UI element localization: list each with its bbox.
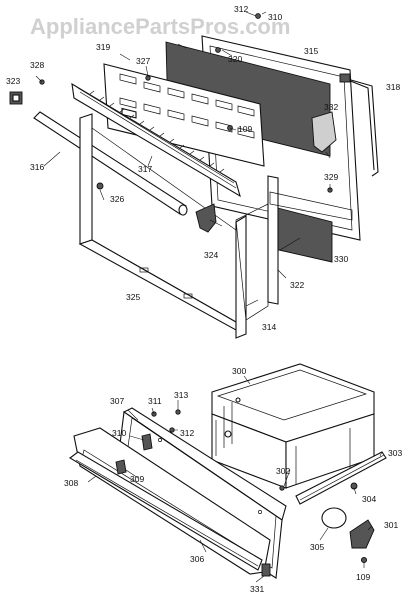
screw-109b[interactable] (360, 556, 368, 564)
door-gasket-318[interactable] (339, 73, 379, 177)
spring-305[interactable] (321, 507, 347, 529)
bracket-310[interactable] (141, 433, 153, 451)
drawer-rail-303[interactable] (295, 451, 387, 505)
label-305: 305 (310, 542, 324, 552)
label-306: 306 (190, 554, 204, 564)
label-331: 331 (250, 584, 264, 594)
label-310: 310 (268, 12, 282, 22)
hinge-324[interactable] (195, 203, 217, 233)
drawer-body-300[interactable] (211, 363, 375, 489)
label-312: 312 (234, 4, 248, 14)
drawer-stop-301[interactable] (349, 519, 375, 549)
label-302: 302 (276, 466, 290, 476)
label-315: 315 (304, 46, 318, 56)
label-311: 311 (148, 396, 162, 406)
label-313: 313 (174, 390, 188, 400)
label-307: 307 (110, 396, 124, 406)
label-300: 300 (232, 366, 246, 376)
watermark: AppliancePartsPros.com (30, 14, 290, 39)
screw-304[interactable] (350, 482, 358, 490)
latch-332[interactable] (311, 111, 337, 153)
inner-door-panel-314[interactable] (235, 203, 269, 321)
glide-331[interactable] (261, 563, 271, 577)
label-304: 304 (362, 494, 376, 504)
screw-327[interactable] (145, 75, 151, 81)
bracket-309[interactable] (115, 459, 127, 475)
part-labels: 312 310 320 315 319 327 318 323 328 109 … (6, 4, 402, 594)
screw-326[interactable] (96, 182, 104, 190)
label-109: 109 (238, 124, 252, 134)
label-325: 325 (126, 292, 140, 302)
label-319: 319 (96, 42, 110, 52)
label-310-lower: 310 (112, 428, 126, 438)
label-322: 322 (290, 280, 304, 290)
label-303: 303 (388, 448, 402, 458)
label-332: 332 (324, 102, 338, 112)
label-324: 324 (204, 250, 218, 260)
hinge-receiver-323[interactable] (9, 91, 23, 105)
label-109-lower: 109 (356, 572, 370, 582)
label-328: 328 (30, 60, 44, 70)
label-309: 309 (130, 474, 144, 484)
label-301: 301 (384, 520, 398, 530)
screw-312b[interactable] (169, 427, 175, 433)
label-326: 326 (110, 194, 124, 204)
screw-312[interactable] (255, 13, 261, 19)
label-317: 317 (138, 164, 152, 174)
label-318: 318 (386, 82, 400, 92)
label-323: 323 (6, 76, 20, 86)
handle-rod-316[interactable] (33, 111, 188, 216)
label-312-lower: 312 (180, 428, 194, 438)
screw-320[interactable] (215, 47, 221, 53)
handle-trim-317[interactable] (71, 82, 241, 198)
label-330: 330 (334, 254, 348, 264)
screw-313[interactable] (175, 409, 181, 415)
screw-302[interactable] (279, 485, 285, 491)
label-320: 320 (228, 54, 242, 64)
label-329: 329 (324, 172, 338, 182)
label-316: 316 (30, 162, 44, 172)
label-308: 308 (64, 478, 78, 488)
label-327: 327 (136, 56, 150, 66)
drawer-handle-308[interactable] (69, 451, 263, 571)
label-314: 314 (262, 322, 276, 332)
